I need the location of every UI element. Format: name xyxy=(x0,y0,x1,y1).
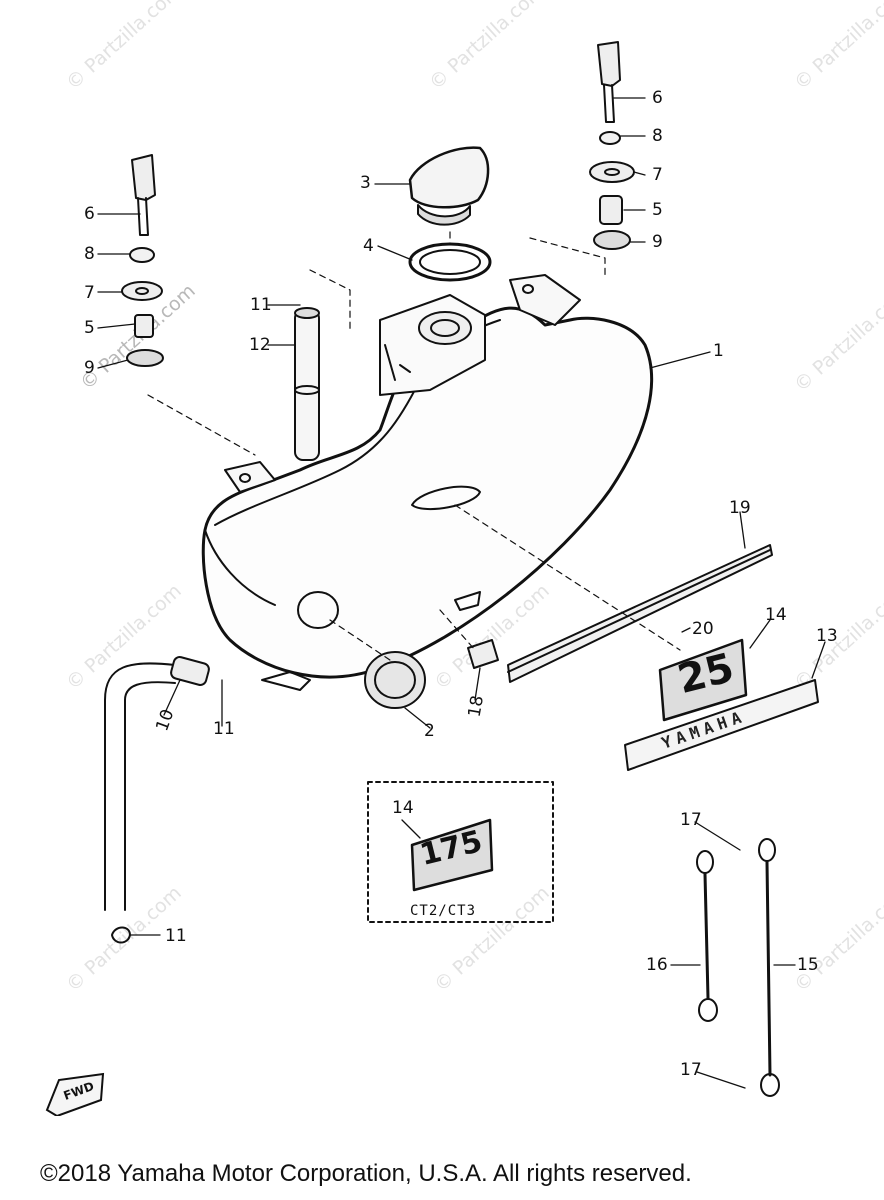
callout-7-right: 7 xyxy=(652,165,663,185)
callout-3: 3 xyxy=(360,173,371,193)
callout-2: 2 xyxy=(424,721,435,741)
variant-caption: CT2/CT3 xyxy=(410,903,477,919)
stripe-tape xyxy=(507,544,773,683)
callout-8-right: 8 xyxy=(652,126,663,146)
callout-9-left: 9 xyxy=(84,358,95,378)
callout-6-left: 6 xyxy=(84,204,95,224)
callout-5-left: 5 xyxy=(84,318,95,338)
strap-15 xyxy=(758,838,780,1097)
callout-17-b: 17 xyxy=(680,1060,702,1080)
gasket xyxy=(408,242,492,282)
callout-7-left: 7 xyxy=(84,283,95,303)
callout-18: 18 xyxy=(464,694,489,719)
callout-17-a: 17 xyxy=(680,810,702,830)
callout-19: 19 xyxy=(729,498,751,518)
callout-8-left: 8 xyxy=(84,244,95,264)
fwd-arrow-icon xyxy=(45,1072,105,1118)
copyright-footer: ©2018 Yamaha Motor Corporation, U.S.A. A… xyxy=(40,1160,692,1187)
alignment-lines xyxy=(147,231,681,661)
callout-14-b: 14 xyxy=(392,798,414,818)
callout-16: 16 xyxy=(646,955,668,975)
leader-lines xyxy=(97,97,826,1089)
callout-11-b: 11 xyxy=(213,719,235,739)
callout-4: 4 xyxy=(363,236,374,256)
emblem-25 xyxy=(658,638,748,722)
callout-6-right: 6 xyxy=(652,88,663,108)
grommet xyxy=(364,651,426,709)
left-mount-stack xyxy=(121,154,164,367)
filler-cap xyxy=(408,146,490,226)
callout-11-a: 11 xyxy=(250,295,272,315)
callout-9-right: 9 xyxy=(652,232,663,252)
callout-13: 13 xyxy=(816,626,838,646)
callout-12: 12 xyxy=(249,335,271,355)
fuel-tank xyxy=(201,274,654,691)
variant-box xyxy=(367,781,554,923)
callout-20: 20 xyxy=(692,619,714,639)
direction-marker: FWD xyxy=(45,1072,107,1118)
collar xyxy=(467,639,499,669)
drain-hose xyxy=(104,656,210,944)
callout-14-a: 14 xyxy=(765,605,787,625)
callout-5-right: 5 xyxy=(652,200,663,220)
name-plate xyxy=(624,679,819,771)
strap-16 xyxy=(696,850,718,1022)
vent-tube xyxy=(294,307,320,461)
callout-1: 1 xyxy=(713,341,724,361)
right-mount-stack xyxy=(589,41,635,250)
callout-11-c: 11 xyxy=(165,926,187,946)
callout-15: 15 xyxy=(797,955,819,975)
